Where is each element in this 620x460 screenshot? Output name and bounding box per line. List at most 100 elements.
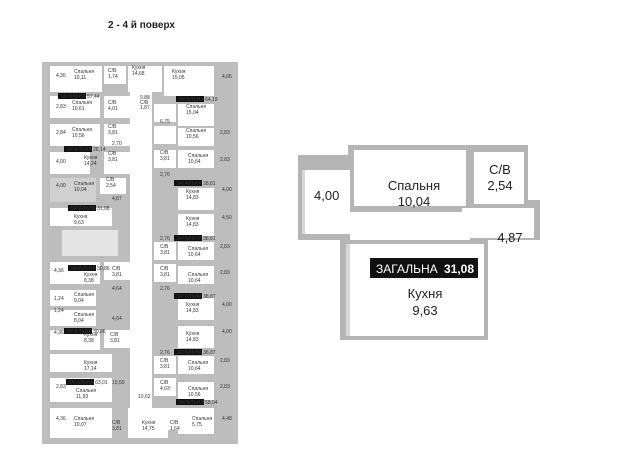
overview-label: 2,54 (106, 183, 116, 189)
floor-title: 2 - 4 й поверх (108, 20, 175, 31)
overview-label: 9,04 (74, 298, 84, 304)
overview-total-badge (174, 180, 202, 186)
overview-label: 4,01 (108, 106, 118, 112)
overview-label: 2,76 (160, 236, 170, 242)
overview-label: Кухня (84, 272, 98, 278)
overview-label: С/В (160, 150, 169, 156)
overview-label: Спальня (76, 388, 96, 394)
overview-total-badge (174, 349, 202, 355)
corridor (130, 92, 152, 412)
overview-label: 4,87 (112, 196, 122, 202)
overview-total-badge (64, 146, 92, 152)
overview-label: 10,61 (72, 106, 85, 112)
overview-label: Спальня (74, 292, 94, 298)
overview-label: 1,64 (170, 426, 180, 432)
bedroom-area: 10,04 (398, 194, 431, 209)
overview-label: Кухня (186, 331, 200, 337)
overview-label: 10,64 (188, 366, 201, 372)
overview-label: 4,64 (112, 286, 122, 292)
overview-label: 10,56 (186, 134, 199, 140)
overview-label: 8,04 (74, 318, 84, 324)
overview-label: Кухня (172, 69, 186, 75)
overview-label: 2,76 (160, 286, 170, 292)
overview-label: С/В (106, 177, 115, 183)
overview-label: С/В (112, 420, 121, 426)
overview-total-badge (176, 96, 204, 102)
overview-label: 3,81 (112, 272, 122, 278)
overview-label: ЗАГАЛЬНА 31,08 (70, 206, 110, 212)
bathroom (474, 152, 524, 204)
overview-label: 2,84 (56, 130, 66, 136)
overview-label: С/В (108, 151, 117, 157)
overview-label: ЗАГАЛЬНА 38,81 (176, 236, 216, 242)
overview-label: С/В (160, 380, 169, 386)
overview-label: 1,24 (54, 308, 64, 314)
bathroom-label: С/В (489, 162, 511, 177)
overview-label: ЗАГАЛЬНА 38,87 (176, 350, 216, 356)
overview-total-badge (174, 235, 202, 241)
overview-label: С/В (108, 124, 117, 130)
overview-label: 4,50 (222, 215, 232, 221)
overview-label: 14,68 (132, 71, 145, 77)
overview-label: 10,64 (188, 278, 201, 284)
overview-label: 4,36 (56, 416, 66, 422)
overview-label: ЗАГАЛЬНА 38,81 (176, 181, 216, 187)
overview-label: Спальня (186, 104, 206, 110)
overview-label: 14,83 (186, 308, 199, 314)
overview-label: 2,83 (56, 104, 66, 110)
overview-label: 14,83 (186, 337, 199, 343)
overview-label: 8,38 (84, 278, 94, 284)
overview-label: 17,14 (84, 366, 97, 372)
overview-label: 2,83 (56, 384, 66, 390)
overview-label: 3,81 (160, 250, 170, 256)
overview-label: 15,05 (172, 75, 185, 81)
overview-label: 3,81 (110, 338, 120, 344)
overview-label: 4,00 (222, 329, 232, 335)
overview-label: ЗАГАЛЬНА 28,14 (66, 147, 106, 153)
overview-label: 4,36 (54, 268, 64, 274)
overview-label: 4,00 (56, 183, 66, 189)
overview-label: 9,63 (74, 220, 84, 226)
overview-total-badge (58, 93, 86, 99)
overview-label: Спальня (72, 127, 92, 133)
overview-label: 2,83 (220, 244, 230, 250)
overview-label: Спальня (186, 128, 206, 134)
overview-label: Кухня (84, 332, 98, 338)
overview-label: 6,75 (160, 119, 170, 125)
overview-label: ЗАГАЛЬНА 64,19 (178, 97, 218, 103)
overview-label: Кухня (186, 302, 200, 308)
overview-label: С/В (160, 358, 169, 364)
bedroom (354, 150, 466, 206)
overview-label: Кухня (84, 360, 98, 366)
overview-label: С/В (140, 100, 149, 106)
overview-label: 4,03 (160, 386, 170, 392)
overview-label: Спальня (74, 69, 94, 75)
overview-label: 3,81 (108, 130, 118, 136)
overview-label: 11,93 (76, 394, 88, 400)
overview-label: 14,24 (84, 161, 97, 167)
overview-label: 2,83 (220, 130, 230, 136)
overview-label: 3,81 (160, 272, 170, 278)
overview-label: ЗАГАЛЬНА 38,87 (176, 294, 216, 300)
overview-label: 4,48 (222, 416, 232, 422)
overview-label: 14,83 (186, 195, 199, 201)
balcony-rail (302, 170, 305, 234)
overview-label: ЗАГАЛЬНА 30,86 (66, 329, 106, 335)
overview-label: ЗАГАЛЬНА 58,04 (178, 400, 218, 406)
overview-label: С/В (108, 100, 117, 106)
overview-label: 14,75 (142, 426, 155, 432)
overview-label: 2,83 (220, 270, 230, 276)
overview-label: 9,88 (140, 95, 150, 101)
overview-label: 3,81 (160, 156, 170, 162)
overview-label: Спальня (74, 312, 94, 318)
overview-label: 4,00 (222, 187, 232, 193)
overview-label: 4,06 (222, 74, 232, 80)
hall-area: 4,87 (497, 230, 522, 245)
kitchen-window (346, 244, 350, 336)
overview-label: 3,81 (160, 364, 170, 370)
overview-label: Спальня (188, 386, 208, 392)
overview-label: 4,36 (54, 330, 64, 336)
balcony (302, 170, 350, 234)
